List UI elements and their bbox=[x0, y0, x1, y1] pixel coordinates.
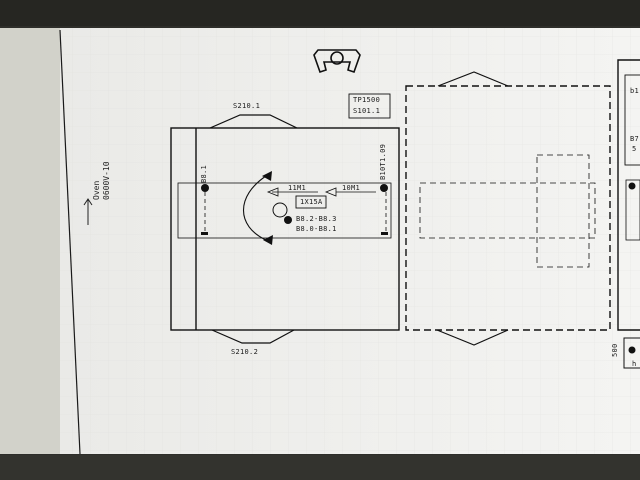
oven-title: Oven bbox=[92, 180, 101, 200]
label-500: 500 bbox=[611, 343, 619, 357]
label-b10t1-09: B10T1.09 bbox=[379, 143, 387, 180]
sensor-b10t1-icon bbox=[380, 184, 388, 192]
sensor-b8-1-icon bbox=[201, 184, 209, 192]
arrow-head-icon bbox=[263, 235, 273, 245]
label-10m1: 10M1 bbox=[342, 184, 361, 192]
label-right-b7: B7 bbox=[630, 135, 640, 143]
arrow-head-icon bbox=[262, 171, 272, 181]
label-tp1500: TP1500 bbox=[353, 96, 381, 104]
oven-code: 0600V-10 bbox=[102, 161, 111, 200]
adjacent-machine bbox=[405, 71, 611, 346]
label-s210-1: S210.1 bbox=[233, 102, 261, 110]
label-b8-range: B8.2-B8.3 bbox=[296, 215, 337, 223]
label-right-b1: b1 bbox=[630, 87, 640, 95]
operator-station-icon bbox=[313, 49, 361, 74]
label-11m1: 11M1 bbox=[288, 184, 307, 192]
up-arrow-icon bbox=[83, 198, 93, 206]
main-machine bbox=[170, 93, 400, 344]
label-s101-1: S101.1 bbox=[353, 107, 381, 115]
margin-line bbox=[59, 29, 81, 455]
label-right-5: 5 bbox=[632, 145, 637, 153]
label-s210-2: S210.2 bbox=[231, 348, 259, 356]
oven-label: Oven 0600V-10 bbox=[92, 161, 112, 200]
right-machine bbox=[617, 59, 640, 369]
label-1x15a: 1X15A bbox=[300, 198, 323, 206]
sensor-b8-icon bbox=[284, 216, 292, 224]
label-right-h: h bbox=[632, 360, 637, 368]
label-b8-1: B8.1 bbox=[200, 164, 208, 183]
label-b8-range-2: B8.0-B8.1 bbox=[296, 225, 337, 233]
